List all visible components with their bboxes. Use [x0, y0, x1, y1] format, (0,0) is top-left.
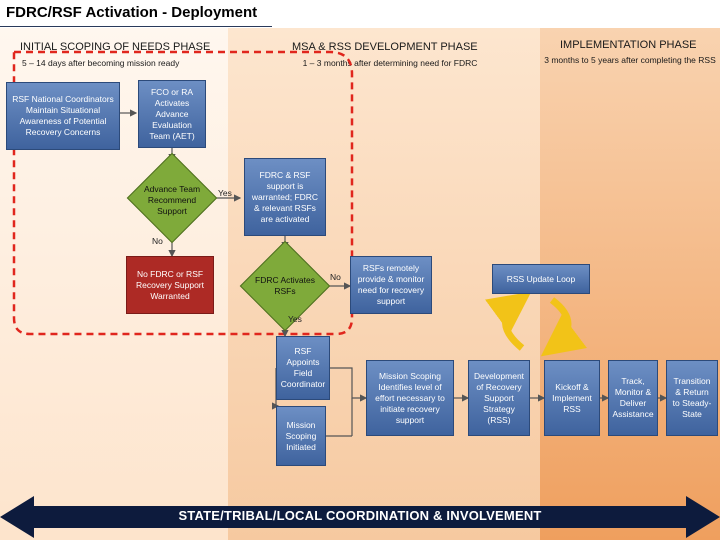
fco-activates-aet-box: FCO or RA Activates Advance Evaluation T…: [138, 80, 206, 148]
kickoff-implement-box: Kickoff & Implement RSS: [544, 360, 600, 436]
phase-1-subtitle: 5 – 14 days after becoming mission ready: [22, 58, 180, 68]
yes-label-2: Yes: [288, 314, 302, 324]
no-fdrc-warranted-box: No FDRC or RSF Recovery Support Warrante…: [126, 256, 214, 314]
yes-label-1: Yes: [218, 188, 232, 198]
page-title: FDRC/RSF Activation - Deployment: [6, 4, 258, 21]
advance-team-label: Advance Team Recommend Support: [143, 183, 201, 216]
no-label-2: No: [330, 272, 341, 282]
phase-1-title: INITIAL SCOPING OF NEEDS PHASE: [20, 41, 211, 53]
no-label-1: No: [152, 236, 163, 246]
phase-3-subtitle: 3 months to 5 years after completing the…: [544, 55, 716, 65]
rsfs-remotely-monitor-box: RSFs remotely provide & monitor need for…: [350, 256, 432, 314]
fdrc-activates-label: FDRC Activates RSFs: [255, 275, 315, 296]
title-underline: [0, 26, 272, 27]
coordination-banner: STATE/TRIBAL/LOCAL COORDINATION & INVOLV…: [178, 508, 542, 523]
phase-2-subtitle: 1 – 3 months after determining need for …: [302, 58, 478, 68]
track-monitor-box: Track, Monitor & Deliver Assistance: [608, 360, 658, 436]
phase-3-title: IMPLEMENTATION PHASE: [560, 39, 697, 51]
mission-scoping-identifies-box: Mission Scoping Identifies level of effo…: [366, 360, 454, 436]
development-rss-box: Development of Recovery Support Strategy…: [468, 360, 530, 436]
mission-scoping-initiated-box: Mission Scoping Initiated: [276, 406, 326, 466]
rss-update-loop-box: RSS Update Loop: [492, 264, 590, 294]
phase-2-title: MSA & RSS DEVELOPMENT PHASE: [292, 41, 478, 53]
fdrc-rsf-warranted-box: FDRC & RSF support is warranted; FDRC & …: [244, 158, 326, 236]
rsf-national-coordinators-box: RSF National Coordinators Maintain Situa…: [6, 82, 120, 150]
rsf-appoints-coordinator-box: RSF Appoints Field Coordinator: [276, 336, 330, 400]
transition-steady-state-box: Transition & Return to Steady-State: [666, 360, 718, 436]
